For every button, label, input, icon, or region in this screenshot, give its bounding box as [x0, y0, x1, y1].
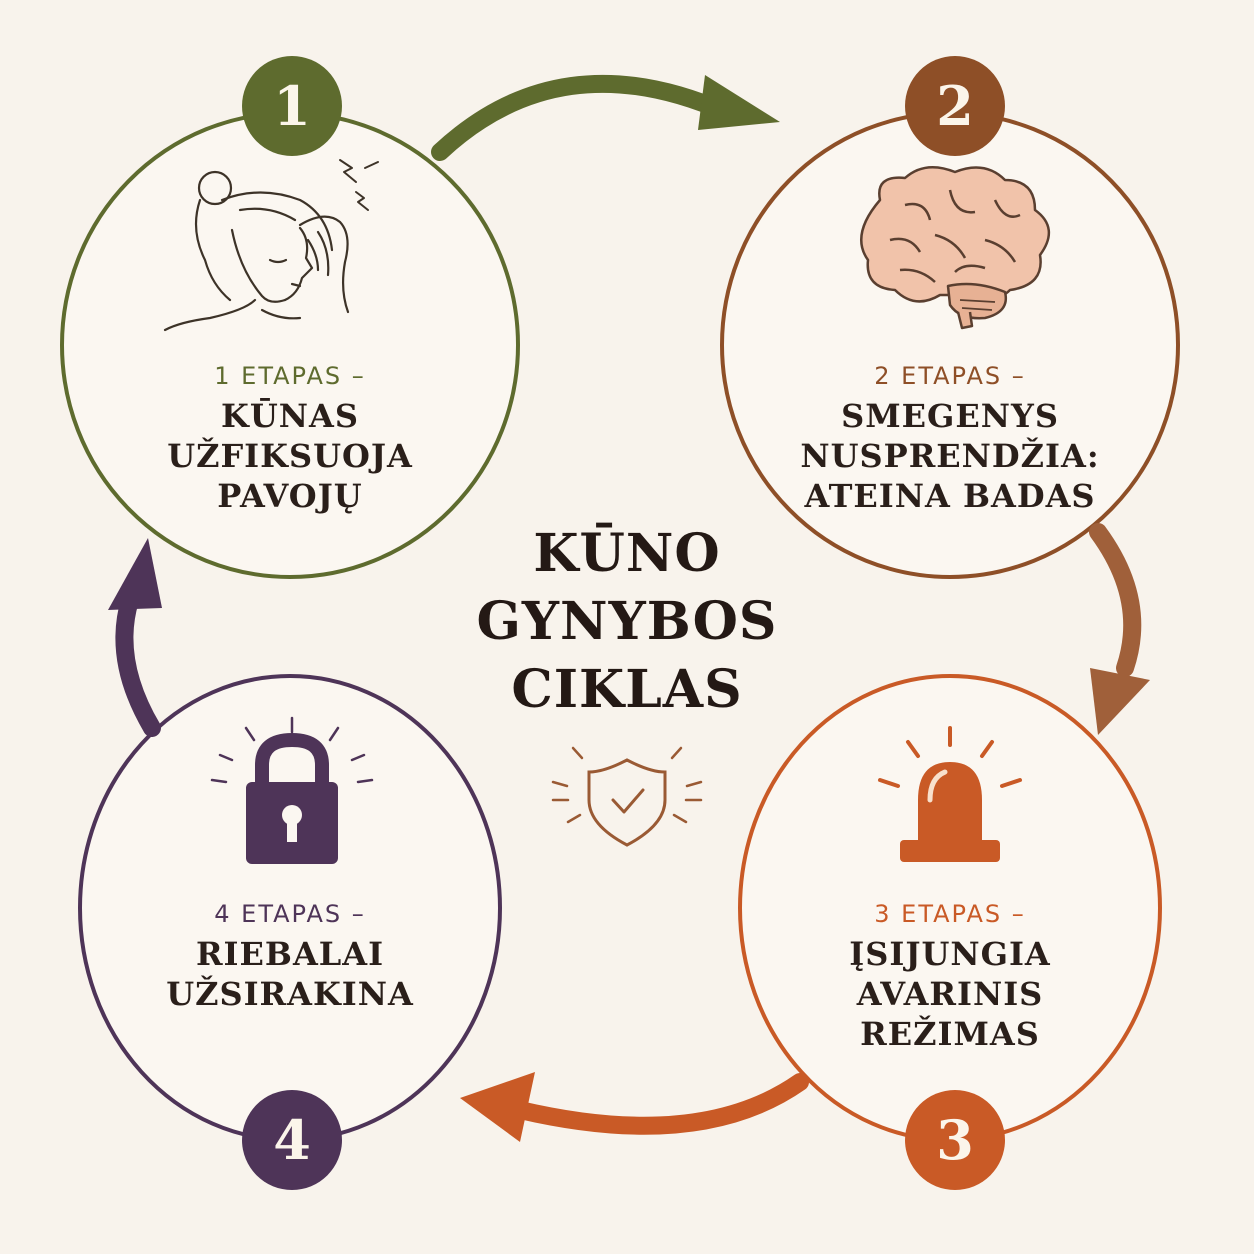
- badge-3-number: 3: [936, 1108, 974, 1172]
- stage-1-title-line-1: KŪNAS: [221, 397, 359, 435]
- stage-2-text: 2 ETAPAS – SMEGENYS NUSPRENDŽIA: ATEINA …: [780, 362, 1120, 516]
- shield-check-icon: [551, 746, 703, 847]
- badge-1-number: 1: [273, 74, 311, 138]
- arrow-3-to-4: [460, 1072, 809, 1142]
- stage-2-title-line-3: ATEINA BADAS: [804, 477, 1096, 515]
- stage-3-title-line-3: REŽIMAS: [860, 1015, 1040, 1053]
- stage-2-title-line-2: NUSPRENDŽIA:: [800, 437, 1100, 475]
- arrow-1-to-2: [431, 74, 780, 161]
- stage-1-label: 1 ETAPAS –: [214, 362, 366, 390]
- badge-1: [242, 56, 342, 156]
- cycle-title: KŪNO GYNYBOS CIKLAS: [427, 520, 827, 724]
- stage-3-title-line-2: AVARINIS: [856, 975, 1044, 1013]
- stage-2-label: 2 ETAPAS –: [874, 362, 1026, 390]
- stage-4-title-line-2: UŽSIRAKINA: [166, 975, 414, 1013]
- badge-2: [905, 56, 1005, 156]
- stage-1-text: 1 ETAPAS – KŪNAS UŽFIKSUOJA PAVOJŲ: [130, 362, 450, 516]
- badge-4: [242, 1090, 342, 1190]
- stage-2-title-line-1: SMEGENYS: [841, 397, 1059, 435]
- badge-2-number: 2: [936, 74, 974, 138]
- brain-icon: [860, 165, 1050, 330]
- arrow-4-to-1: [108, 538, 162, 737]
- stage-4-text: 4 ETAPAS – RIEBALAI UŽSIRAKINA: [130, 900, 450, 1014]
- cycle-title-line-3: CIKLAS: [511, 659, 743, 720]
- arrow-2-to-3: [1089, 523, 1150, 735]
- stage-1-title-line-3: PAVOJŲ: [217, 477, 363, 515]
- stage-4-label: 4 ETAPAS –: [214, 900, 366, 928]
- cycle-title-line-2: GYNYBOS: [476, 591, 778, 652]
- stage-4-title-line-1: RIEBALAI: [195, 935, 385, 973]
- stage-3-label: 3 ETAPAS –: [874, 900, 1026, 928]
- stage-3-title-line-1: ĮSIJUNGIA: [849, 935, 1051, 973]
- stage-3-text: 3 ETAPAS – ĮSIJUNGIA AVARINIS REŽIMAS: [790, 900, 1110, 1054]
- cycle-title-line-1: KŪNO: [533, 523, 721, 584]
- padlock-icon: [210, 716, 374, 864]
- alarm-siren-icon: [878, 726, 1022, 862]
- badge-3: [905, 1090, 1005, 1190]
- stage-1-title-line-2: UŽFIKSUOJA: [167, 437, 413, 475]
- woman-headache-icon: [163, 159, 379, 332]
- badge-4-number: 4: [273, 1108, 311, 1172]
